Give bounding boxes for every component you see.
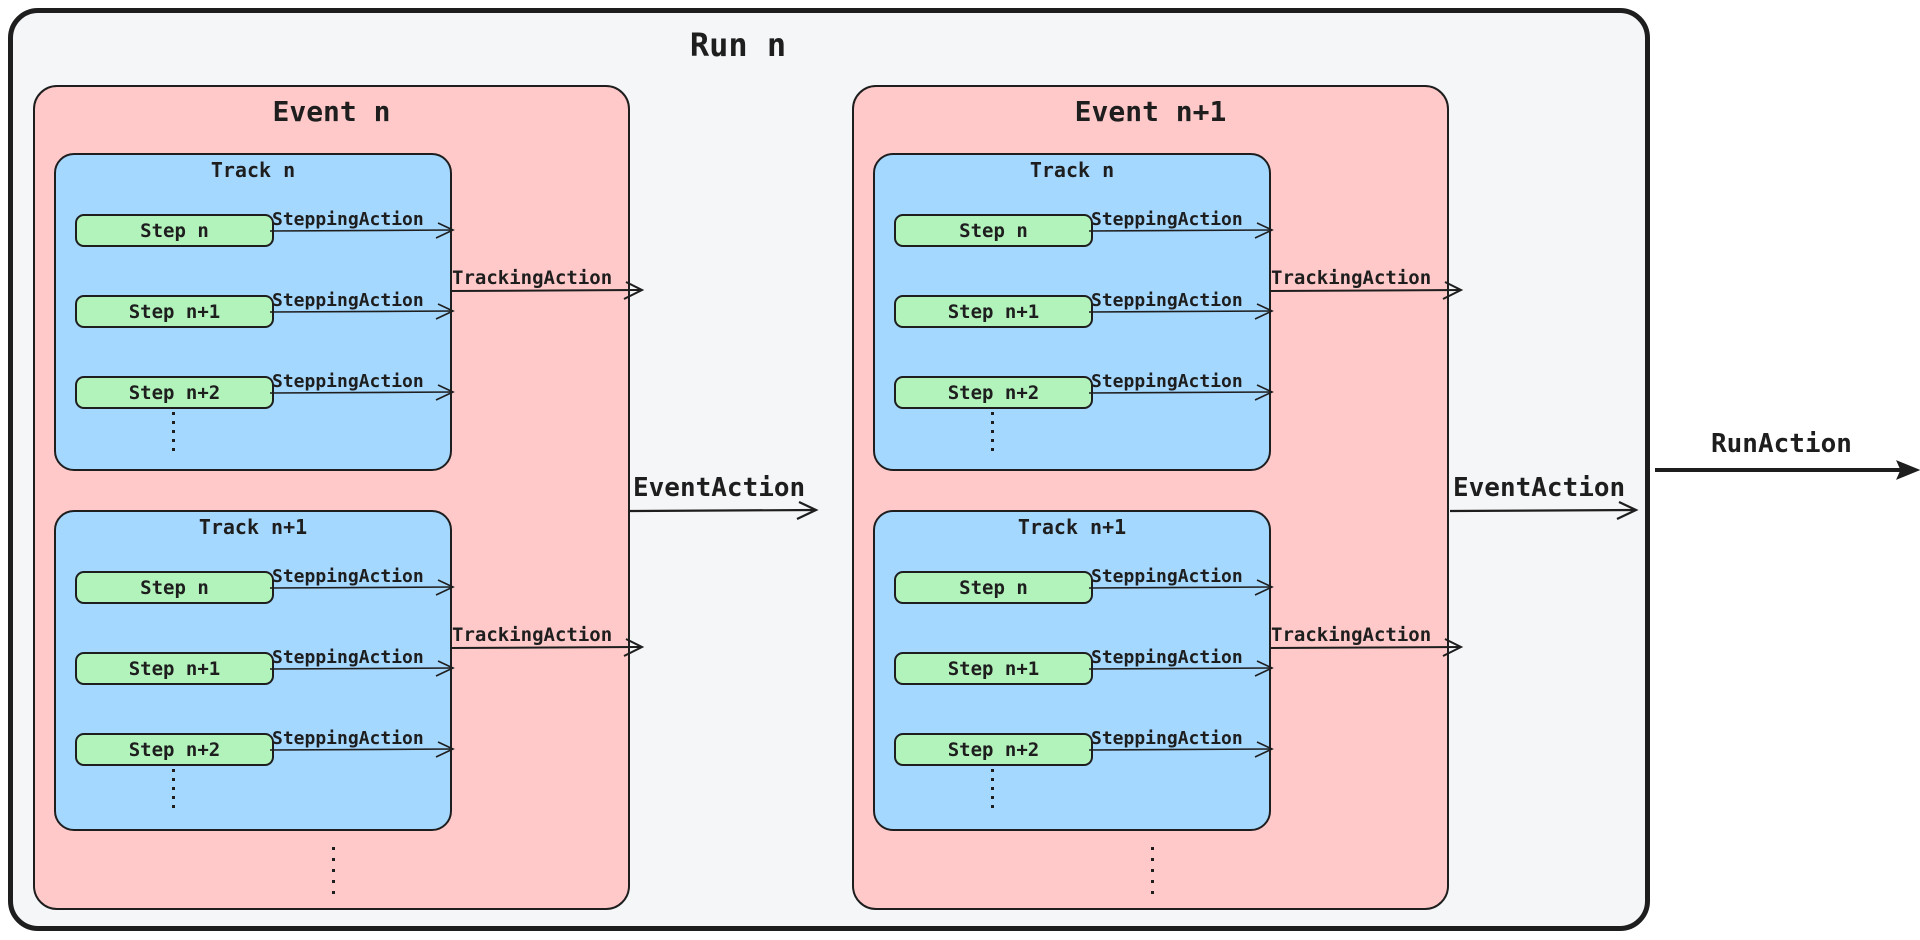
stepping-action-arrow [1088,660,1274,677]
stepping-action-label: SteppingAction [272,371,424,392]
step-box: Step n+2 [894,733,1093,766]
event-action-label: EventAction [633,473,806,503]
tracking-action-label: TrackingAction [1271,624,1432,646]
tracking-action-arrow [1268,281,1464,300]
stepping-action-label: SteppingAction [272,290,424,311]
event-action-arrow [629,501,819,520]
stepping-action-label: SteppingAction [272,647,424,668]
stepping-action-label: SteppingAction [1091,371,1243,392]
stepping-action-arrow [1088,741,1274,758]
stepping-action-label: SteppingAction [272,209,424,230]
stepping-action-arrow [1088,579,1274,596]
track-ellipsis-dots [172,412,175,456]
stepping-action-arrow [269,741,455,758]
stepping-action-label: SteppingAction [272,566,424,587]
stepping-action-arrow [1088,222,1274,239]
stepping-action-arrow [269,384,455,401]
event-ellipsis-dots [1151,847,1154,895]
track-ellipsis-dots [991,769,994,813]
event-title: Event n [272,95,391,128]
step-box: Step n [894,571,1093,604]
step-box: Step n+2 [75,733,274,766]
tracking-action-label: TrackingAction [452,624,613,646]
run-action-arrow [1655,460,1920,480]
track-title: Track n [1029,158,1115,182]
track-ellipsis-dots [991,412,994,456]
event-action-arrow [1449,501,1639,520]
tracking-action-arrow [449,638,645,657]
event-ellipsis-dots [332,847,335,895]
stepping-action-arrow [269,660,455,677]
stepping-action-arrow [1088,303,1274,320]
stepping-action-arrow [269,303,455,320]
stepping-action-label: SteppingAction [272,728,424,749]
event-action-label: EventAction [1453,473,1626,503]
run-action-label: RunAction [1711,429,1852,459]
step-box: Step n+2 [75,376,274,409]
track-title: Track n [210,158,296,182]
track-ellipsis-dots [172,769,175,813]
stepping-action-arrow [1088,384,1274,401]
stepping-action-label: SteppingAction [1091,209,1243,230]
tracking-action-arrow [449,281,645,300]
track-container-n: Track n Step n Step n+1 Step n+2 [54,153,452,471]
stepping-action-label: SteppingAction [1091,728,1243,749]
event-container-n: Event n Track n Step n Step n+1 Step n+2… [33,85,630,910]
step-box: Step n [894,214,1093,247]
event-container-n1: Event n+1 Track n Step n Step n+1 Step n… [852,85,1449,910]
step-box: Step n+1 [894,295,1093,328]
stepping-action-label: SteppingAction [1091,566,1243,587]
tracking-action-label: TrackingAction [1271,267,1432,289]
track-title: Track n+1 [198,515,308,539]
track-container-n1: Track n+1 Step n Step n+1 Step n+2 [54,510,452,831]
step-box: Step n [75,571,274,604]
stepping-action-arrow [269,579,455,596]
step-box: Step n [75,214,274,247]
tracking-action-label: TrackingAction [452,267,613,289]
step-box: Step n+1 [894,652,1093,685]
step-box: Step n+1 [75,652,274,685]
step-box: Step n+1 [75,295,274,328]
stepping-action-arrow [269,222,455,239]
stepping-action-label: SteppingAction [1091,647,1243,668]
track-title: Track n+1 [1017,515,1127,539]
run-title: Run n [689,26,787,64]
stepping-action-label: SteppingAction [1091,290,1243,311]
step-box: Step n+2 [894,376,1093,409]
event-title: Event n+1 [1074,95,1227,128]
tracking-action-arrow [1268,638,1464,657]
